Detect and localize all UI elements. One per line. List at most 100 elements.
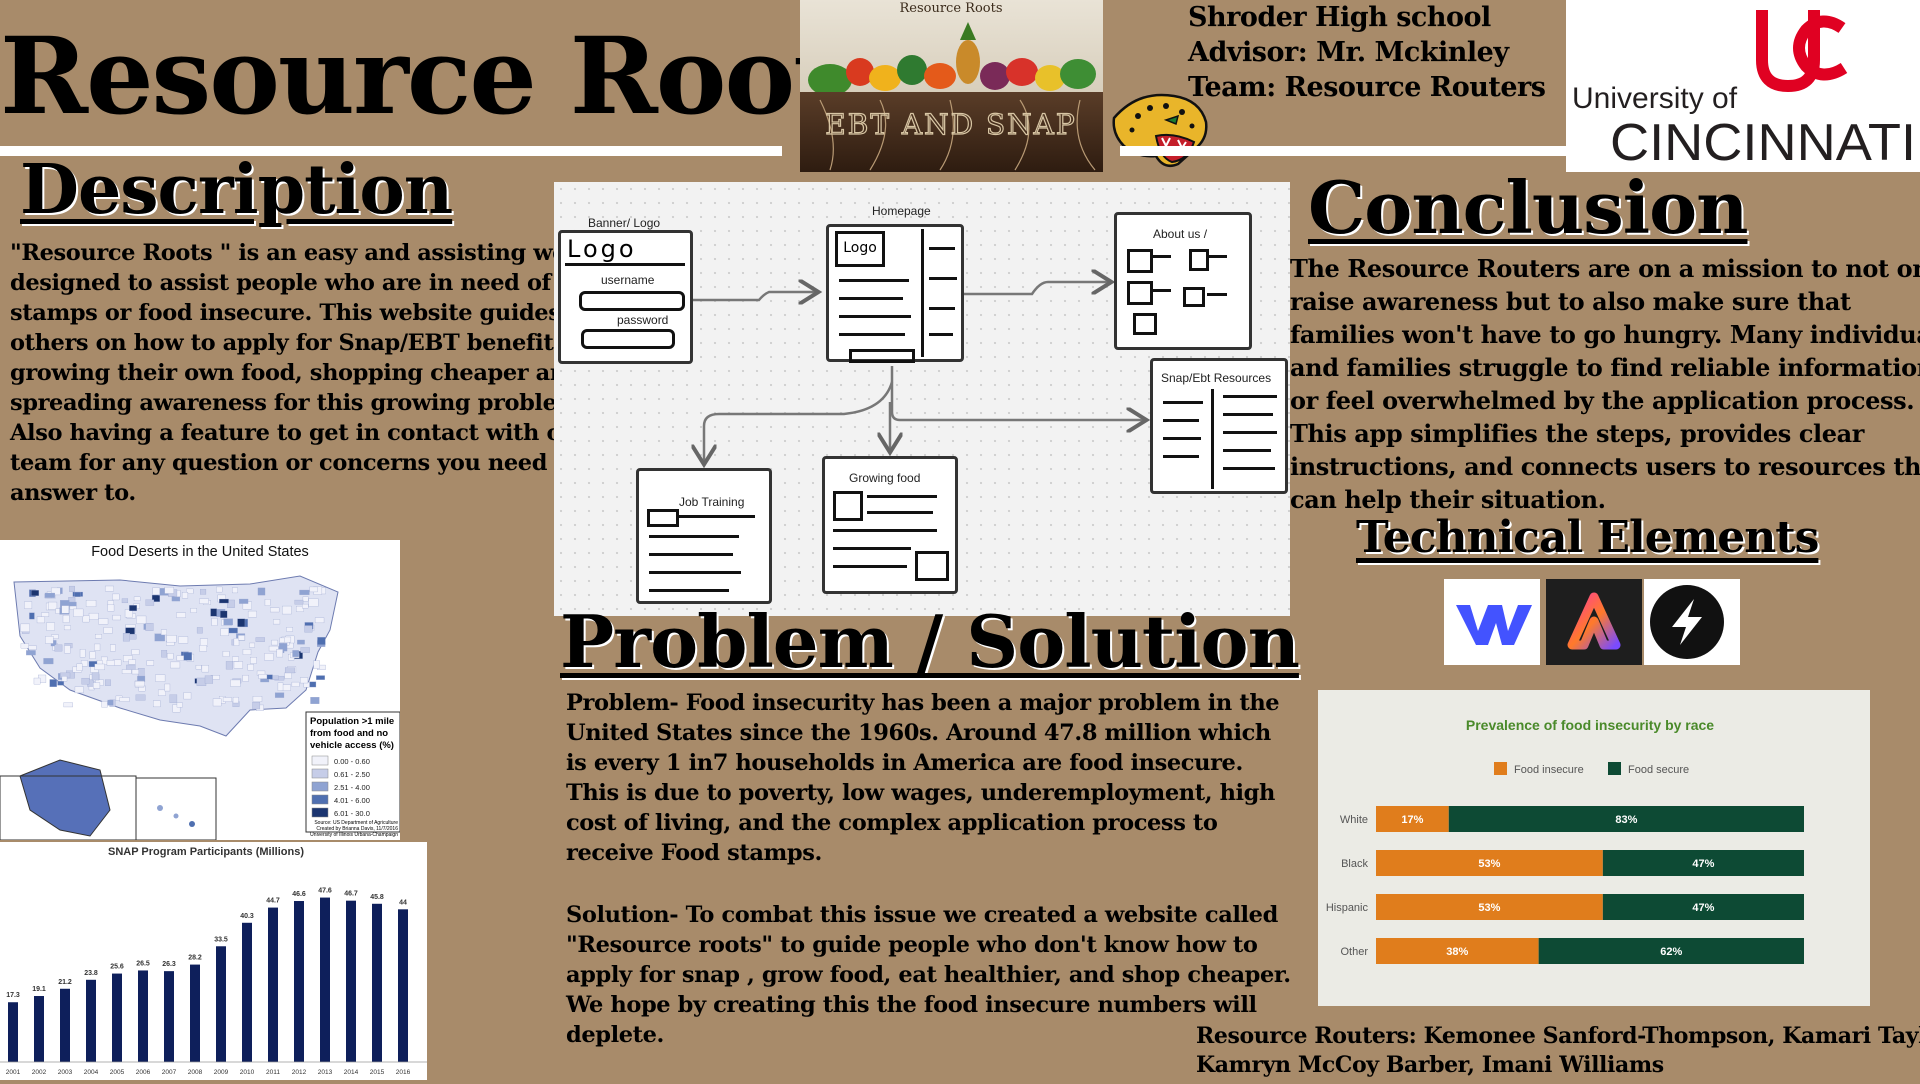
conclusion-line: can help their situation. (1290, 485, 1606, 514)
technical-elements-heading: Technical Elements (1356, 512, 1819, 563)
map-legend-swatch (311, 807, 329, 818)
snap-year-label: 2014 (344, 1069, 359, 1076)
race-legend-swatch (1494, 762, 1507, 775)
snap-bar (34, 996, 44, 1062)
snap-bar-value: 45.8 (370, 894, 384, 901)
snap-bar (268, 907, 278, 1062)
snap-bar (294, 901, 304, 1062)
race-legend-label: Food insecure (1514, 764, 1584, 776)
solution-line: deplete. (566, 1022, 664, 1048)
description-line: answer to. (10, 480, 136, 506)
website-wireframe-sketch: Banner/ Logo Logo username password Home… (554, 182, 1290, 616)
description-line: growing their own food, shopping cheaper… (10, 360, 582, 386)
snap-bar-value: 19.1 (32, 986, 46, 993)
race-bar-value: 17% (1401, 814, 1423, 826)
map-legend-label: 0.61 - 2.50 (334, 770, 370, 779)
wireframe-job-label: Job Training (679, 495, 745, 509)
race-bar-value: 53% (1478, 858, 1500, 870)
race-bar-segment (1376, 850, 1603, 876)
snap-bar-value: 25.6 (110, 964, 124, 971)
snap-bar (164, 971, 174, 1062)
wireframe-homepage-label: Homepage (872, 204, 931, 218)
snap-bar (190, 964, 200, 1062)
race-category-label: Other (1340, 946, 1368, 958)
problem-line: This is due to poverty, low wages, under… (566, 780, 1275, 806)
snap-bar-value: 44.7 (266, 898, 280, 905)
snap-bar (242, 922, 252, 1062)
map-source: University of Illinois Urbana-Champaign (310, 832, 398, 838)
team-credits: Resource Routers: Kemonee Sanford-Thomps… (1196, 1022, 1920, 1080)
solution-line: apply for snap , grow food, eat healthie… (566, 962, 1291, 988)
conclusion-text: The Resource Routers are on a mission to… (1290, 252, 1920, 516)
problem-line: is every 1 in7 households in America are… (566, 750, 1243, 776)
conclusion-line: or feel overwhelmed by the application p… (1290, 386, 1915, 415)
wireframe-banner-logo: Logo (567, 235, 637, 263)
conclusion-line: instructions, and connects users to reso… (1290, 452, 1920, 481)
snap-participants-chart: SNAP Program Participants (Millions) 17.… (0, 842, 427, 1080)
problem-line: cost of living, and the complex applicat… (566, 810, 1218, 836)
snap-chart-title: SNAP Program Participants (Millions) (108, 846, 304, 858)
description-line: others on how to apply for Snap/EBT bene… (10, 330, 574, 356)
race-bar-segment (1538, 938, 1804, 964)
wireframe-homepage-logo: Logo (835, 231, 885, 267)
conclusion-line: families won't have to go hungry. Many i… (1290, 320, 1920, 349)
race-chart-title: Prevalence of food insecurity by race (1466, 717, 1714, 733)
snap-bar (320, 897, 330, 1062)
conclusion-line: raise awareness but to also make sure th… (1290, 287, 1851, 316)
description-line: Also having a feature to get in contact … (10, 420, 589, 446)
wireframe-banner-box: Logo username password (558, 230, 693, 364)
map-legend-swatch (311, 781, 329, 792)
race-legend-swatch (1608, 762, 1621, 775)
problem-line: Problem- Food insecurity has been a majo… (566, 690, 1280, 716)
snap-bar-value: 33.5 (214, 936, 228, 943)
hero-caption: Resource Roots (899, 1, 1002, 16)
adobe-express-icon (1546, 579, 1642, 665)
map-legend-title: vehicle access (%) (310, 740, 394, 751)
race-bar-value: 62% (1660, 946, 1682, 958)
race-bar-segment (1602, 894, 1804, 920)
snap-bar-value: 23.8 (84, 970, 98, 977)
wireframe-homepage-box: Logo (826, 224, 964, 363)
race-category-label: White (1340, 814, 1368, 826)
wireframe-about-label: About us / (1153, 227, 1208, 241)
race-legend-label: Food secure (1628, 764, 1689, 776)
description-line: designed to assist people who are in nee… (10, 270, 613, 296)
food-deserts-map: Food Deserts in the United States Popula… (0, 540, 401, 841)
map-legend-label: 4.01 - 6.00 (334, 796, 370, 805)
problem-text: Problem- Food insecurity has been a majo… (566, 688, 1280, 868)
school-info: Shroder High school Advisor: Mr. Mckinle… (1188, 0, 1568, 105)
wireframe-growing-box: Growing food (822, 456, 958, 594)
description-line: team for any question or concerns you ne… (10, 450, 595, 476)
advisor-name: Advisor: Mr. Mckinley (1188, 37, 1509, 68)
map-legend: 0.00 - 0.600.61 - 2.502.51 - 4.004.01 - … (311, 755, 370, 818)
race-bar-value: 53% (1478, 902, 1500, 914)
university-of-cincinnati-logo: University of CINCINNATI (1566, 0, 1920, 172)
wireframe-job-box: Job Training (636, 468, 772, 604)
problem-solution-heading: Problem / Solution (560, 599, 1300, 684)
solution-line: We hope by creating this the food insecu… (566, 992, 1257, 1018)
solution-text: Solution- To combat this issue we create… (566, 900, 1291, 1050)
bolt-icon (1644, 579, 1740, 665)
snap-year-label: 2003 (58, 1069, 73, 1076)
webflow-icon (1444, 579, 1540, 665)
map-legend-swatch (311, 755, 329, 766)
problem-line: United States since the 1960s. Around 47… (566, 720, 1271, 746)
race-bar-value: 47% (1692, 902, 1714, 914)
snap-year-label: 2013 (318, 1069, 333, 1076)
description-text: "Resource Roots " is an easy and assisti… (10, 238, 626, 508)
wireframe-growing-label: Growing food (849, 471, 921, 485)
map-legend-title: Population >1 mile (310, 716, 394, 727)
food-insecurity-by-race-chart: Prevalence of food insecurity by race Fo… (1318, 690, 1870, 1006)
race-category-label: Black (1341, 858, 1368, 870)
map-legend-label: 0.00 - 0.60 (334, 757, 370, 766)
map-source: Source: US Department of Agriculture (314, 820, 398, 826)
title-underline-bar (0, 146, 782, 156)
snap-bar (60, 988, 70, 1062)
snap-bar (346, 900, 356, 1062)
race-bar-value: 83% (1615, 814, 1637, 826)
snap-bar-value: 44 (399, 899, 407, 906)
poster-title: Resource Roots (0, 13, 900, 138)
snap-bar (86, 979, 96, 1062)
wireframe-snap-label: Snap/Ebt Resources (1161, 371, 1272, 385)
snap-bar-value: 21.2 (58, 979, 72, 986)
